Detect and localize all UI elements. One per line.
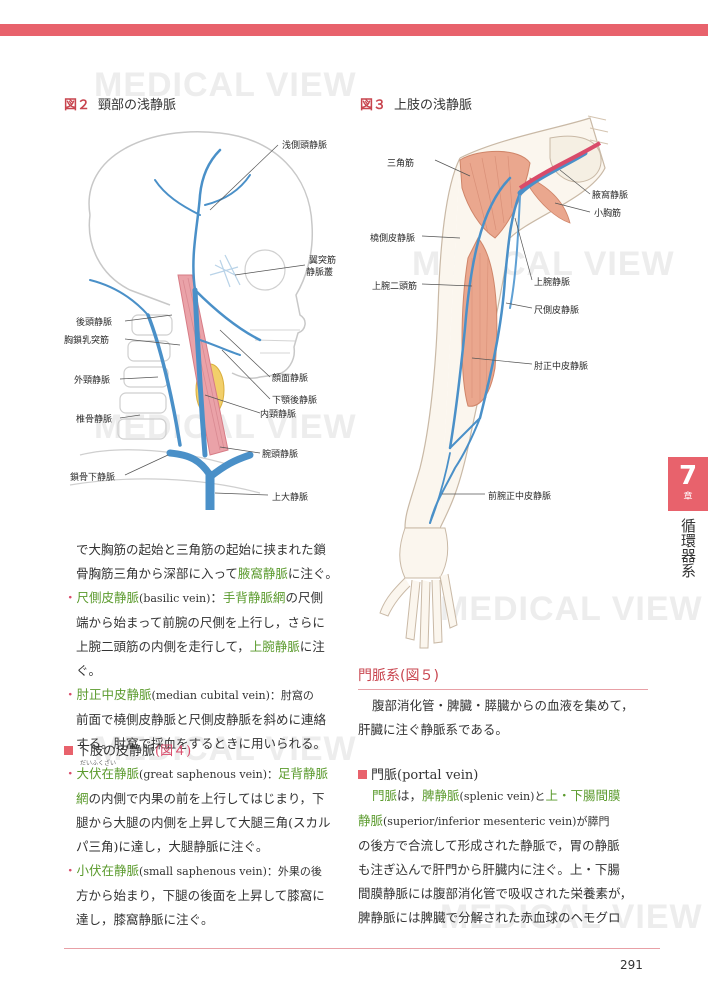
- fig2-label-pterygoid-muscle: 翼突筋: [309, 256, 337, 266]
- footer-rule: [64, 948, 660, 949]
- fig2-label-superior-vena-cava: 上大静脈: [272, 493, 309, 503]
- fig3-label-axillary-vein: 腋窩静脈: [592, 191, 629, 201]
- figure3-title-text: 上肢の浅静脈: [394, 98, 473, 113]
- bullet-median-cubital-vein: ・肘正中皮静脈(median cubital vein)：肘窩の: [64, 687, 314, 702]
- bullet-small-saphenous-vein: ・小伏在静脈(small saphenous vein)：外果の後: [64, 863, 322, 878]
- fig2-label-superficial-temporal-vein: 浅側頭静脈: [282, 141, 328, 151]
- paragraph: 端から始まって前腕の尺側を上行し，さらに: [76, 615, 325, 630]
- arm-veins-illustration: [379, 115, 609, 649]
- term-axillary-vein: 腋窩静脈: [237, 566, 288, 581]
- fig3-label-deltoid: 三角筋: [387, 159, 415, 169]
- paragraph: も注ぎ込んで肝門から肝臓内に注ぐ。上・下腸: [358, 862, 620, 877]
- right-column-text-2: 門脈は，脾静脈(splenic vein)と上・下腸間膜 静脈(superior…: [358, 784, 658, 930]
- paragraph: 骨胸筋三角から深部に入って腋窩静脈に注ぐ。: [76, 566, 338, 581]
- chapter-tab: 7 章: [668, 457, 708, 511]
- paragraph: 腿から大腿の内側を上昇して大腿三角(スカル: [76, 815, 331, 830]
- fig2-label-facial-vein: 顔面静脈: [272, 374, 309, 384]
- fig2-label-occipital-vein: 後頭静脈: [76, 318, 113, 328]
- paragraph: 網の内側で内果の前を上行してはじまり，下: [76, 791, 325, 806]
- paragraph: 間膜静脈には腹部消化管で吸収された栄養素が，: [358, 886, 633, 901]
- section-portal-vein: 門脈(portal vein): [358, 764, 478, 783]
- paragraph: 上腕二頭筋の内側を走行して，上腕静脈に注ぐ。: [76, 639, 325, 678]
- chapter-number: 7: [678, 461, 698, 491]
- watermark: MEDICAL VIEW: [94, 730, 357, 768]
- fig3-label-basilic-vein: 尺側皮静脈: [534, 306, 580, 316]
- fig2-label-subclavian-vein: 鎖骨下静脈: [70, 473, 116, 483]
- section-square-icon: [64, 746, 73, 755]
- figure3-number: 図３: [360, 98, 387, 113]
- section-portal-system: 門脈系(図５): [358, 665, 648, 690]
- fig3-label-biceps: 上腕二頭筋: [372, 282, 418, 292]
- fig2-label-brachiocephalic-vein: 腕頭静脈: [262, 450, 299, 460]
- figure2-title-text: 頸部の浅静脈: [98, 98, 177, 113]
- paragraph: 前面で橈側皮静脈と尺側皮静脈を斜めに連絡: [76, 712, 327, 727]
- fig3-label-cephalic-vein: 橈側皮静脈: [370, 234, 416, 244]
- ruby-great-saphenous: だいふくざい: [80, 760, 117, 767]
- paragraph: で大胸筋の起始と三角筋の起始に挟まれた鎖: [76, 542, 327, 557]
- paragraph: 方から始まり，下腿の後面を上昇して膝窩に: [76, 888, 325, 903]
- page-number: 291: [620, 958, 643, 972]
- fig3-label-brachial-vein: 上腕静脈: [534, 278, 571, 288]
- fig3-label-median-antebrachial-vein: 前腕正中皮静脈: [488, 492, 552, 502]
- bullet-great-saphenous-vein: ・大伏在静脈(great saphenous vein)：足背静脈: [64, 766, 329, 781]
- figure2-number: 図２: [64, 98, 91, 113]
- left-column-text: で大胸筋の起始と三角筋の起始に挟まれた鎖 骨胸筋三角から深部に入って腋窩静脈に注…: [64, 538, 349, 756]
- figure3-title: 図３ 上肢の浅静脈: [360, 94, 472, 113]
- chapter-name: 循環器系: [679, 518, 697, 578]
- bullet-basilic-vein: ・尺側皮静脈(basilic vein)：手背静脈網の尺側: [64, 590, 323, 605]
- fig2-label-venous-plexus: 静脈叢: [306, 268, 334, 278]
- chapter-suffix: 章: [683, 492, 693, 502]
- right-column-text: 腹部消化管・脾臓・膵臓からの血液を集めて， 肝臓に注ぐ静脈系である。: [358, 694, 658, 742]
- watermark: MEDICAL VIEW: [440, 898, 703, 936]
- figure2-title: 図２ 頸部の浅静脈: [64, 94, 176, 113]
- fig2-label-vertebral-vein: 椎骨静脈: [76, 415, 113, 425]
- paragraph: の後方で合流して形成された静脈で，胃の静脈: [358, 838, 620, 853]
- fig3-label-pectoralis-minor: 小胸筋: [594, 209, 622, 219]
- paragraph: パ三角)に達し，大腿静脈に注ぐ。: [76, 839, 269, 854]
- section-underline: [358, 689, 648, 690]
- section-square-icon: [358, 770, 367, 779]
- neck-veins-illustration: [69, 131, 314, 510]
- watermark: MEDICAL VIEW: [94, 66, 357, 104]
- watermark: MEDICAL VIEW: [440, 590, 703, 628]
- paragraph: 肝臓に注ぐ静脈系である。: [358, 722, 508, 737]
- fig2-label-sternocleidomastoid: 胸鎖乳突筋: [64, 336, 110, 346]
- paragraph: 達し，膝窩静脈に注ぐ。: [76, 912, 214, 927]
- paragraph: 脾静脈には脾臓で分解された赤血球のヘモグロ: [358, 910, 621, 925]
- fig2-label-internal-jugular-vein: 内頸静脈: [260, 410, 297, 420]
- paragraph: 門脈は，脾静脈(splenic vein)と上・下腸間膜: [372, 788, 621, 803]
- top-accent-bar: [0, 24, 708, 36]
- paragraph: する。肘窩で採血をするときに用いられる。: [76, 736, 327, 751]
- section-lower-limb-veins: 下肢の皮静脈(図４): [64, 740, 191, 759]
- fig3-label-median-cubital-vein: 肘正中皮静脈: [534, 362, 589, 372]
- fig2-label-retromandibular-vein: 下顎後静脈: [272, 396, 318, 406]
- paragraph: 静脈(superior/inferior mesenteric vein)が膵門: [358, 813, 610, 828]
- left-column-text-2: ・大伏在静脈(great saphenous vein)：足背静脈 網の内側で内…: [64, 762, 349, 932]
- fig2-label-external-jugular-vein: 外頸静脈: [74, 376, 111, 386]
- paragraph: 腹部消化管・脾臓・膵臓からの血液を集めて，: [372, 698, 634, 713]
